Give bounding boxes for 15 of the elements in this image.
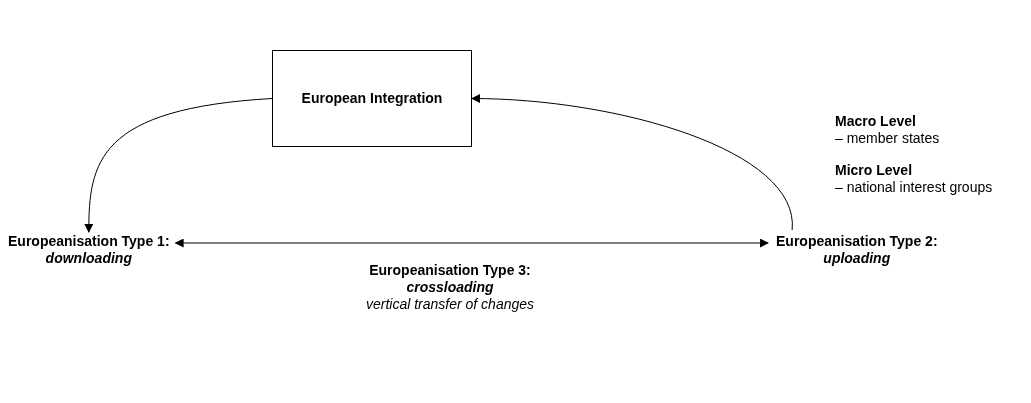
node-heading: Europeanisation Type 2: <box>776 233 938 250</box>
level-description: – member states <box>835 130 941 147</box>
type-heading: Europeanisation Type 3: <box>369 262 531 279</box>
node-subtitle: uploading <box>823 250 891 267</box>
level-heading: Micro Level <box>835 162 914 179</box>
arrow <box>471 94 793 231</box>
arrow <box>174 238 769 248</box>
level-description: – national interest groups <box>835 179 993 196</box>
type-name: crossloading <box>406 279 494 296</box>
node-subtitle: downloading <box>45 250 132 267</box>
process-box: European Integration <box>272 50 472 147</box>
type-description: vertical transfer of changes <box>365 296 535 313</box>
level-heading: Macro Level <box>835 113 917 130</box>
node-heading: Europeanisation Type 1: <box>8 233 170 250</box>
arrow <box>84 98 273 233</box>
